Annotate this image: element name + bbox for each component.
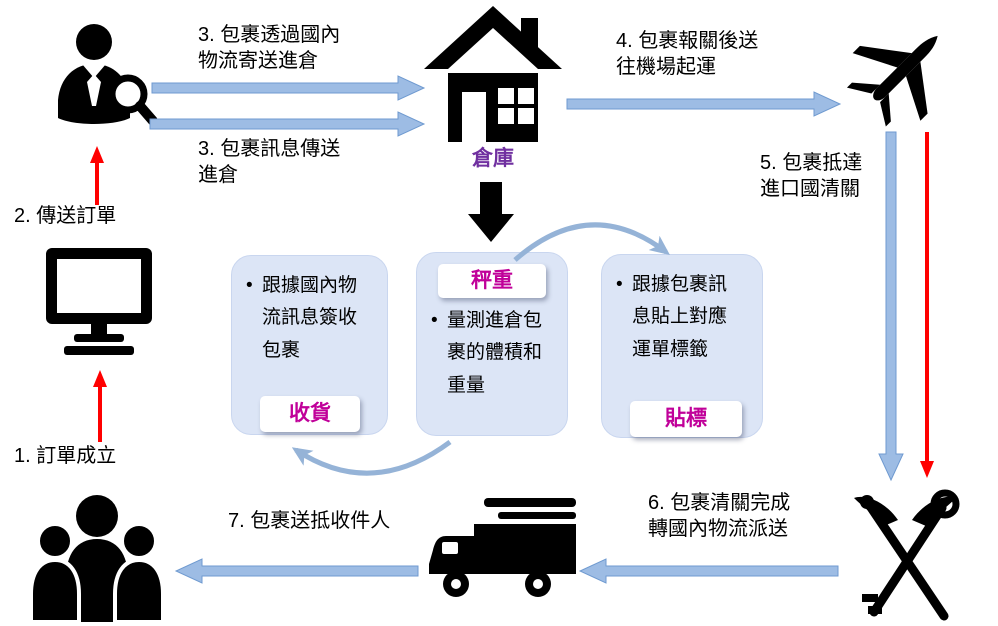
person-with-magnifier-icon (58, 24, 158, 126)
arrow-order-up-computer-to-seller (90, 146, 104, 205)
process-box-label-text: 跟據包裹訊 息貼上對應 運單標籤 (602, 269, 762, 366)
process-box-receive: 跟據國內物 流訊息簽收 包裹 收貨 (231, 255, 388, 435)
process-box-receive-text: 跟據國內物 流訊息簽收 包裹 (232, 270, 387, 367)
customs-key-caduceus-icon (854, 489, 960, 621)
computer-icon (46, 248, 152, 355)
step3-info-label: 3. 包裹訊息傳送 進倉 (198, 138, 341, 187)
delivery-truck-icon (429, 498, 576, 597)
arrow-truck-to-recipient (174, 558, 419, 584)
step5-label: 5. 包裹抵達 進口國清關 (760, 152, 863, 201)
tag-weigh: 秤重 (438, 264, 546, 298)
curve-arrow-to-receive (291, 439, 452, 476)
arrow-warehouse-to-process (468, 182, 514, 242)
arrow-plane-to-customs-blue (878, 131, 904, 482)
step2-label: 2. 傳送訂單 (14, 205, 117, 227)
people-group-icon (29, 495, 165, 622)
arrow-warehouse-to-airport (566, 91, 842, 117)
step6-label: 6. 包裹清關完成 轉國內物流派送 (648, 492, 791, 541)
step3-package-label: 3. 包裹透過國內 物流寄送進倉 (198, 24, 341, 73)
process-box-weigh: 秤重 量測進倉包 裹的體積和 重量 (416, 252, 568, 436)
tag-receive: 收貨 (260, 396, 360, 432)
arrow-seller-to-warehouse (151, 75, 426, 101)
process-box-label: 跟據包裹訊 息貼上對應 運單標籤 貼標 (601, 254, 763, 438)
step7-label: 7. 包裹送抵收件人 (228, 510, 391, 532)
warehouse-label: 倉庫 (472, 147, 514, 170)
tag-label: 貼標 (630, 401, 742, 437)
step4-label: 4. 包裹報關後送 往機場起運 (616, 30, 759, 79)
warehouse-house-icon (424, 6, 562, 142)
arrow-customs-to-truck (578, 558, 839, 584)
process-box-weigh-text: 量測進倉包 裹的體積和 重量 (417, 305, 567, 402)
arrow-plane-to-customs-red (920, 132, 934, 478)
step1-label: 1. 訂單成立 (14, 445, 117, 467)
arrow-order-up-people-to-computer (93, 370, 107, 442)
airplane-icon (846, 35, 938, 127)
arrow-info-to-warehouse (149, 111, 426, 137)
